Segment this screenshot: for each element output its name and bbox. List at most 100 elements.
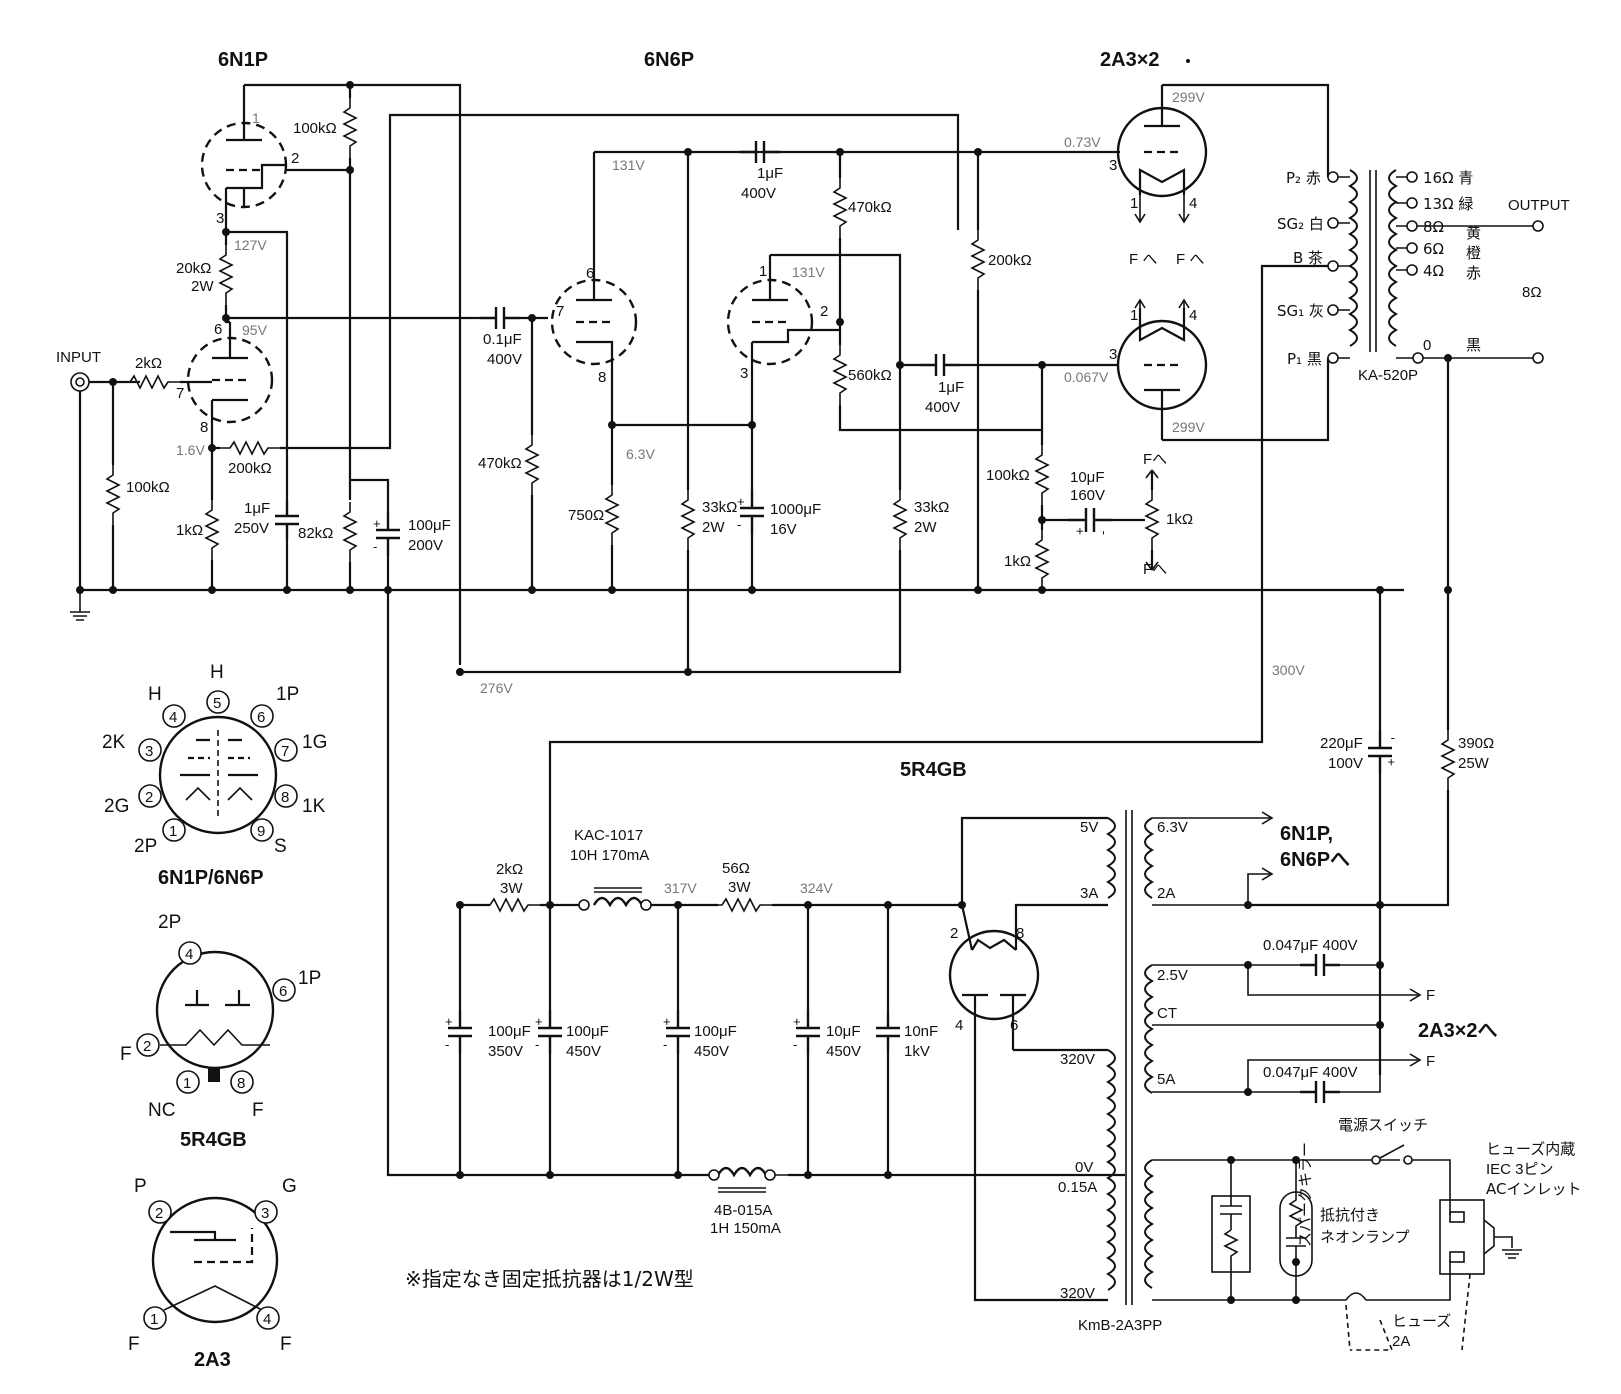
v127: 127V	[234, 237, 267, 253]
pt-s0v: 0V	[1075, 1159, 1093, 1176]
svg-text:1: 1	[169, 823, 177, 840]
label-inlet1: ヒューズ内蔵	[1486, 1140, 1575, 1158]
label-to-small: 6N1P,	[1280, 823, 1333, 845]
pt-s25: 2.5V	[1157, 967, 1188, 984]
opt-b: B 茶	[1293, 249, 1323, 267]
label-r33k-b: 33kΩ	[914, 499, 949, 516]
label-c100u-350-v: 350V	[488, 1043, 523, 1060]
label-r33k-b-w: 2W	[914, 519, 937, 536]
svg-text:2: 2	[950, 925, 958, 942]
svg-text:4: 4	[955, 1017, 963, 1034]
svg-text:6: 6	[257, 709, 265, 726]
label-c1000u: 1000μF	[770, 501, 821, 518]
neon-lamp	[1279, 1160, 1313, 1300]
v317: 317V	[664, 880, 697, 896]
label-r82k: 82kΩ	[298, 525, 333, 542]
svg-text:8: 8	[281, 789, 289, 806]
pt-s015: 0.15A	[1058, 1179, 1097, 1196]
label-r33k-a: 33kΩ	[702, 499, 737, 516]
v63: 6.3V	[626, 446, 655, 462]
label-fa1: F へ	[1129, 251, 1157, 268]
tube-5r4gb: 2 8 4 6	[948, 904, 1040, 1050]
label-r390: 390Ω	[1458, 735, 1494, 752]
p3-p: P	[134, 1176, 147, 1197]
p1-p1: 2P	[134, 836, 157, 857]
pt-s5v: 5V	[1080, 819, 1098, 836]
v299b: 299V	[1172, 419, 1205, 435]
opt-o0c: 黒	[1466, 336, 1481, 354]
svg-text:1: 1	[1130, 195, 1138, 212]
opt-o0: 0	[1423, 337, 1431, 354]
label-r100k-top: 100kΩ	[293, 120, 337, 137]
svg-text:8: 8	[1016, 925, 1024, 942]
label-r750: 750Ω	[568, 507, 604, 524]
tube-6n6p-b: 1 2 3	[726, 255, 840, 382]
v16: 1.6V	[176, 442, 205, 458]
p1-name: 6N1P/6N6P	[158, 867, 264, 889]
svg-text:1: 1	[150, 1311, 158, 1328]
label-r1k-cath: 1kΩ	[176, 522, 203, 539]
svg-text:1: 1	[759, 263, 767, 280]
svg-text:3: 3	[261, 1205, 269, 1222]
label-c1000u-v: 16V	[770, 521, 797, 538]
v073: 0.73V	[1064, 134, 1101, 150]
label-switch[interactable]: 電源スイッチ	[1338, 1116, 1428, 1134]
label-c047a: 0.047μF 400V	[1263, 937, 1358, 954]
label-r470k-a: 470kΩ	[478, 455, 522, 472]
label-c01u: 0.1μF	[483, 331, 522, 348]
svg-text:6: 6	[214, 321, 222, 338]
label-r390-w: 25W	[1458, 755, 1490, 772]
label-c1u-250: 1μF	[244, 500, 270, 517]
svg-text:3: 3	[1109, 346, 1117, 363]
title-6n6p: 6N6P	[644, 49, 694, 71]
p1-h4: H	[148, 684, 162, 705]
p2-p4: 2P	[158, 912, 181, 933]
label-choke2-spec: 1H 150mA	[710, 1220, 781, 1237]
svg-text:2: 2	[820, 303, 828, 320]
p3-f1: F	[128, 1334, 140, 1355]
svg-text:4: 4	[185, 946, 193, 963]
iec-inlet[interactable]	[1439, 1199, 1522, 1351]
power-transformer	[1105, 810, 1155, 1305]
label-inlet3: ACインレット	[1486, 1180, 1581, 1198]
label-c100u-450a-v: 450V	[566, 1043, 601, 1060]
label-r1k-bias: 1kΩ	[1004, 553, 1031, 570]
svg-text:4: 4	[1189, 195, 1197, 212]
v324: 324V	[800, 880, 833, 896]
choke-kac1017	[578, 887, 652, 911]
label-choke2: 4B-015A	[714, 1202, 772, 1219]
note: ※指定なき固定抵抗器は1/2W型	[405, 1267, 694, 1291]
label-c10n-v: 1kV	[904, 1043, 930, 1060]
svg-text:4: 4	[1189, 307, 1197, 324]
svg-text:6: 6	[586, 265, 594, 282]
pt-model: KmB-2A3PP	[1078, 1317, 1162, 1334]
opt-o13: 13Ω 緑	[1423, 195, 1473, 213]
opt-o4c: 赤	[1466, 264, 1481, 282]
label-choke1-spec: 10H 170mA	[570, 847, 649, 864]
svg-text:3: 3	[740, 365, 748, 382]
label-r56-w: 3W	[728, 879, 751, 896]
pt-s5a: 5A	[1157, 1071, 1175, 1088]
label-c100u-450a: 100μF	[566, 1023, 609, 1040]
v131a: 131V	[612, 157, 645, 173]
label-r470k-b: 470kΩ	[848, 199, 892, 216]
label-fuse: ヒューズ	[1392, 1312, 1451, 1330]
svg-text:7: 7	[556, 303, 564, 320]
label-to-2a3: 2A3×2へ	[1418, 1020, 1498, 1042]
label-r20k-w: 2W	[191, 278, 214, 295]
ground-symbol	[70, 590, 90, 621]
pt-s2a: 2A	[1157, 885, 1175, 902]
label-f2: F	[1426, 1053, 1435, 1070]
tube-2a3-upper: 3 1 4	[1109, 85, 1208, 224]
ps-ground-dots	[456, 1171, 892, 1179]
svg-text:3: 3	[1109, 157, 1117, 174]
v131b: 131V	[792, 264, 825, 280]
v300: 300V	[1272, 662, 1305, 678]
label-fb1: Fへ	[1143, 451, 1167, 468]
p3-f4: F	[280, 1334, 292, 1355]
label-c100u-200: 100μF	[408, 517, 451, 534]
tube-6n1p-lower: 6 7 8	[176, 321, 274, 436]
label-c220u-v: 100V	[1328, 755, 1363, 772]
label-inlet2: IEC 3ピン	[1486, 1161, 1554, 1178]
label-neon1: 抵抗付き	[1320, 1206, 1380, 1224]
